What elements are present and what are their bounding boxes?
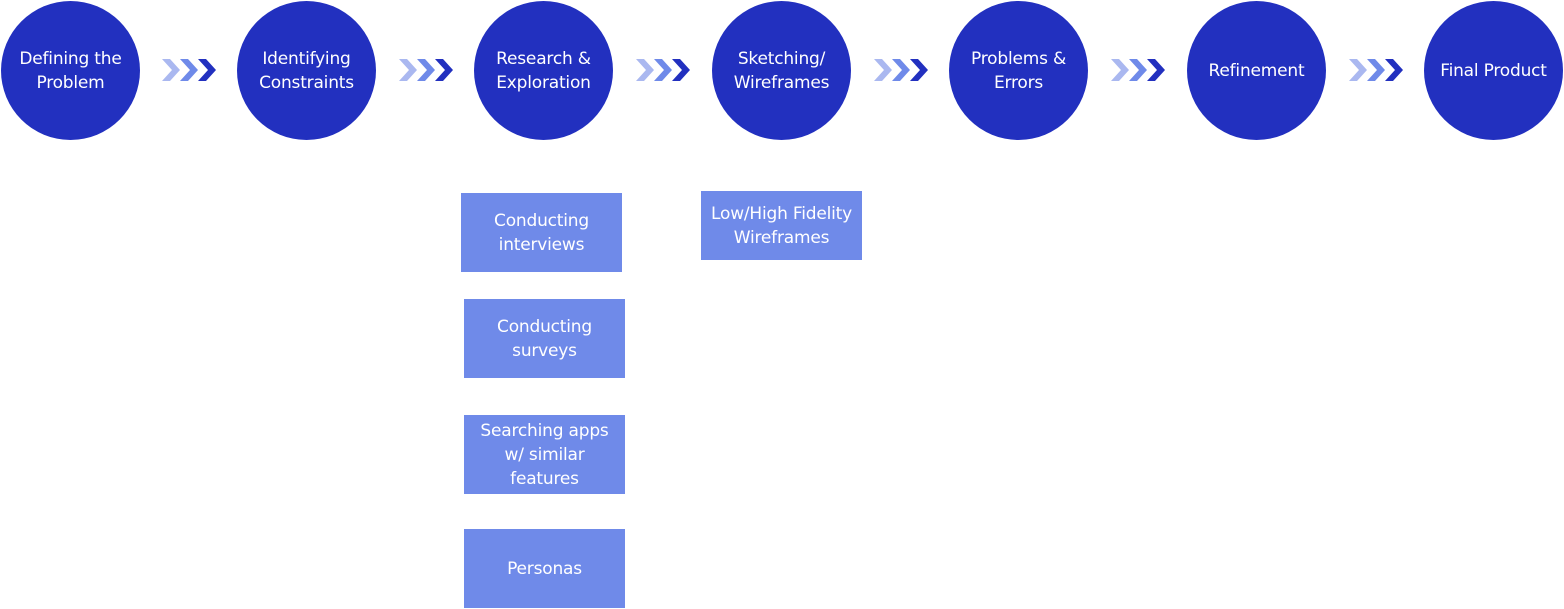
chevron-arrows-icon xyxy=(399,59,453,81)
chevron-arrows-icon xyxy=(636,59,690,81)
chevron-arrows-icon xyxy=(1349,59,1403,81)
chevron-arrows-icon xyxy=(874,59,928,81)
chevron-arrows-icon xyxy=(162,59,216,81)
step-problems-errors: Problems & Errors xyxy=(949,1,1088,140)
step-research-exploration: Research & Exploration xyxy=(474,1,613,140)
sketching-item-fidelity-wireframes: Low/High Fidelity Wireframes xyxy=(701,191,862,260)
step-refinement: Refinement xyxy=(1187,1,1326,140)
step-final-product: Final Product xyxy=(1424,1,1563,140)
research-item-conducting-surveys: Conducting surveys xyxy=(464,299,625,378)
step-defining-the-problem: Defining the Problem xyxy=(1,1,140,140)
step-sketching-wireframes: Sketching/ Wireframes xyxy=(712,1,851,140)
research-item-searching-apps: Searching apps w/ similar features xyxy=(464,415,625,494)
research-item-personas: Personas xyxy=(464,529,625,608)
chevron-arrows-icon xyxy=(1111,59,1165,81)
step-identifying-constraints: Identifying Constraints xyxy=(237,1,376,140)
research-item-conducting-interviews: Conducting interviews xyxy=(461,193,622,272)
